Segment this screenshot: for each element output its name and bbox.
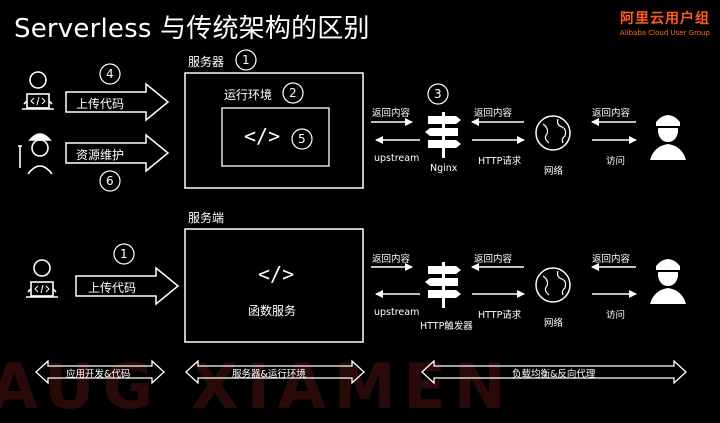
step-number-3: 3 <box>434 87 442 101</box>
http-trigger-label: HTTP触发器 <box>420 321 473 332</box>
http-trigger-signpost-icon <box>425 262 461 308</box>
upload-code-label-bottom: 上传代码 <box>88 281 137 295</box>
http-request-label-top: HTTP请求 <box>478 156 522 167</box>
step-circle-6 <box>99 170 121 192</box>
step-circle-3 <box>427 83 449 105</box>
upstream-label-bottom: upstream <box>374 307 420 318</box>
server-box <box>184 72 364 189</box>
resource-maintain-arrow <box>65 133 170 173</box>
return-label-top-1: 返回内容 <box>372 108 411 119</box>
server-label: 服务器 <box>188 55 225 69</box>
step-circle-1 <box>235 49 257 71</box>
return-label-top-3: 返回内容 <box>592 108 631 119</box>
end-user-icon <box>650 115 686 160</box>
code-symbol: </> <box>244 124 281 148</box>
step-number-4: 4 <box>106 67 114 81</box>
nginx-label: Nginx <box>430 163 458 174</box>
runtime-env-box <box>221 107 330 167</box>
brand-subtitle: Alibaba Cloud User Group <box>619 29 710 37</box>
step-circle-1-bottom <box>113 243 135 265</box>
code-symbol-bottom: </> <box>258 262 295 286</box>
return-label-bottom-1: 返回内容 <box>372 254 411 265</box>
nginx-signpost-icon <box>425 112 461 158</box>
network-globe-icon <box>535 115 571 151</box>
footer-arrow-dev <box>35 359 165 385</box>
brand-logo: 阿里云用户组 Alibaba Cloud User Group <box>620 8 710 37</box>
upload-code-label: 上传代码 <box>76 97 125 111</box>
step-circle-5 <box>291 128 313 150</box>
developer-icon <box>22 71 54 110</box>
step-number-1: 1 <box>242 53 250 67</box>
footer-server-label: 服务器&运行环境 <box>232 369 306 380</box>
network-label-bottom: 网络 <box>544 318 564 329</box>
developer-icon-bottom <box>26 259 58 298</box>
step-circle-2 <box>282 82 304 104</box>
upload-code-arrow <box>65 82 170 122</box>
step-number-2: 2 <box>289 86 297 100</box>
upload-code-arrow-bottom <box>75 266 180 306</box>
return-label-bottom-3: 返回内容 <box>592 254 631 265</box>
function-service-label: 函数服务 <box>248 304 297 318</box>
footer-arrow-server <box>185 359 365 385</box>
brand-name: 阿里云用户组 <box>620 11 710 27</box>
function-service-box <box>184 228 364 343</box>
http-request-label-bottom: HTTP请求 <box>478 310 522 321</box>
footer-dev-label: 应用开发&代码 <box>66 369 131 380</box>
slide: AUG XIAMEN Serverless 与传统架构的区别 阿里云用户组 Al… <box>0 8 710 423</box>
ops-engineer-icon <box>18 133 53 175</box>
footer-lb-label: 负载均衡&反向代理 <box>512 369 596 380</box>
resource-maintain-label: 资源维护 <box>76 148 125 162</box>
visit-label-bottom: 访问 <box>606 310 626 321</box>
return-label-top-2: 返回内容 <box>474 108 513 119</box>
runtime-env-label: 运行环境 <box>224 88 273 102</box>
upstream-label-top: upstream <box>374 153 420 164</box>
diagram-canvas <box>18 49 687 385</box>
page-title: Serverless 与传统架构的区别 <box>14 14 370 44</box>
step-number-6: 6 <box>106 174 114 188</box>
step-number-5: 5 <box>298 132 306 146</box>
server-side-label: 服务端 <box>188 211 225 225</box>
step-circle-4 <box>99 63 121 85</box>
network-globe-icon-bottom <box>535 267 571 303</box>
footer-arrow-lb <box>421 359 687 385</box>
step-number-1-bottom: 1 <box>120 247 128 261</box>
end-user-icon-bottom <box>650 259 686 304</box>
return-label-bottom-2: 返回内容 <box>474 254 513 265</box>
visit-label-top: 访问 <box>606 156 626 167</box>
network-label-top: 网络 <box>544 166 564 177</box>
